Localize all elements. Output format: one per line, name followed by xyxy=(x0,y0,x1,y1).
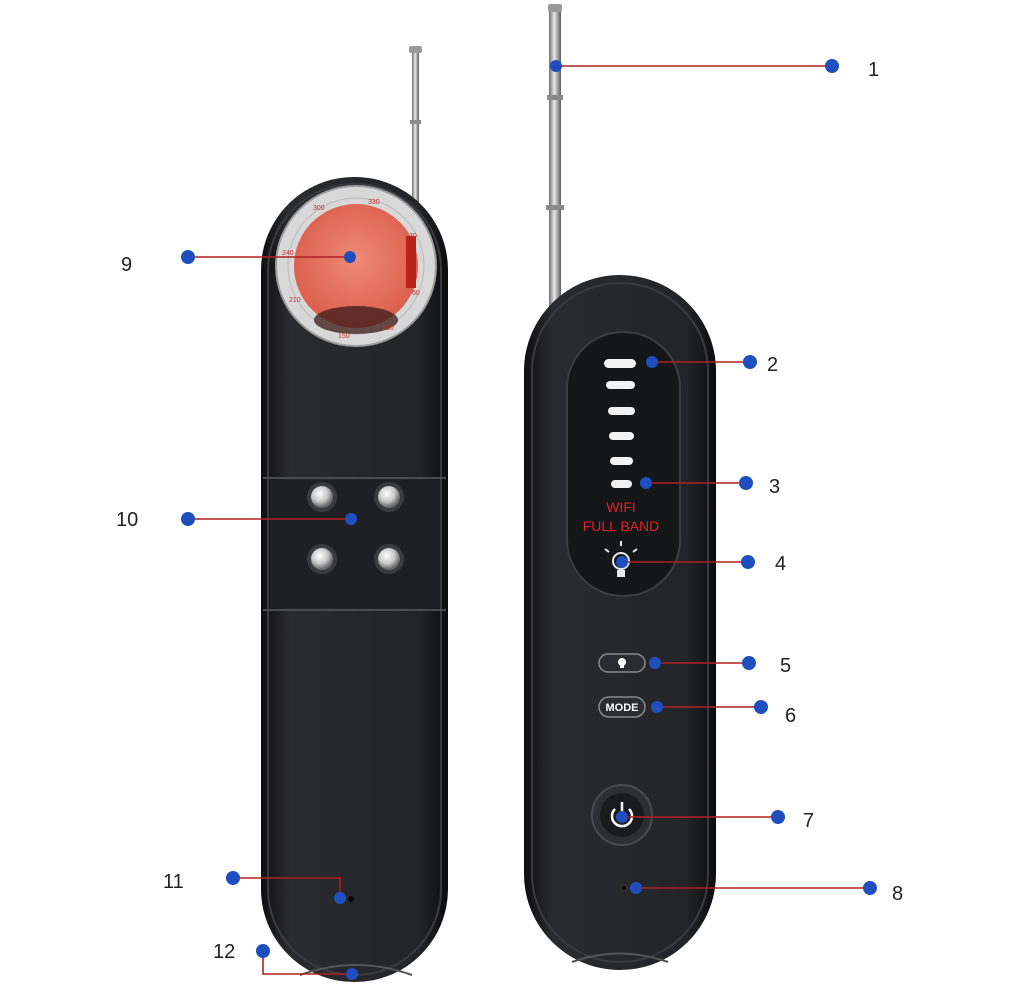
callout-label-1: 1 xyxy=(868,59,879,81)
light-bulb-icon xyxy=(604,541,638,577)
infrared-lens xyxy=(294,204,418,328)
dial-mark: 60 xyxy=(412,290,420,297)
callout-label-8: 8 xyxy=(892,883,903,905)
dial-mark: 120 xyxy=(382,325,394,332)
dial-mark: 330 xyxy=(368,199,380,206)
callout-label-10: 10 xyxy=(116,509,138,531)
callout-dots xyxy=(181,59,877,980)
mode-button-label: MODE xyxy=(606,702,639,714)
callouts xyxy=(188,65,870,975)
callout-label-12: 12 xyxy=(213,941,235,963)
callout-label-2: 2 xyxy=(767,354,778,376)
right-device: WIFI FULL BAND MODE xyxy=(524,4,716,970)
dial-mark: 150 xyxy=(338,333,350,340)
callout-label-9: 9 xyxy=(121,254,132,276)
mode-button[interactable]: MODE xyxy=(598,696,646,718)
led-array xyxy=(307,482,404,574)
panel-text-line-2: FULL BAND xyxy=(583,518,660,534)
dial-mark: 240 xyxy=(282,250,294,257)
microphone-hole xyxy=(348,896,354,902)
callout-label-3: 3 xyxy=(769,476,780,498)
callout-line-11 xyxy=(233,877,341,898)
flashlight-button[interactable] xyxy=(598,653,646,673)
flashlight-icon xyxy=(618,658,626,666)
signal-strength-bars xyxy=(604,359,636,488)
left-device: 300 330 30 60 120 150 210 240 xyxy=(261,46,448,982)
dial-mark: 210 xyxy=(289,297,301,304)
power-icon xyxy=(610,808,634,828)
callout-label-6: 6 xyxy=(785,705,796,727)
callout-label-4: 4 xyxy=(775,553,786,575)
callout-label-7: 7 xyxy=(803,810,814,832)
callout-label-5: 5 xyxy=(780,655,791,677)
panel-text-line-1: WIFI xyxy=(606,499,636,515)
dial-mark: 300 xyxy=(313,205,325,212)
dial-mark: 30 xyxy=(409,233,417,240)
callout-line-12 xyxy=(262,951,352,975)
left-antenna xyxy=(412,52,419,202)
callout-label-11: 11 xyxy=(163,871,184,893)
right-antenna xyxy=(549,10,561,310)
charging-indicator xyxy=(620,884,628,892)
